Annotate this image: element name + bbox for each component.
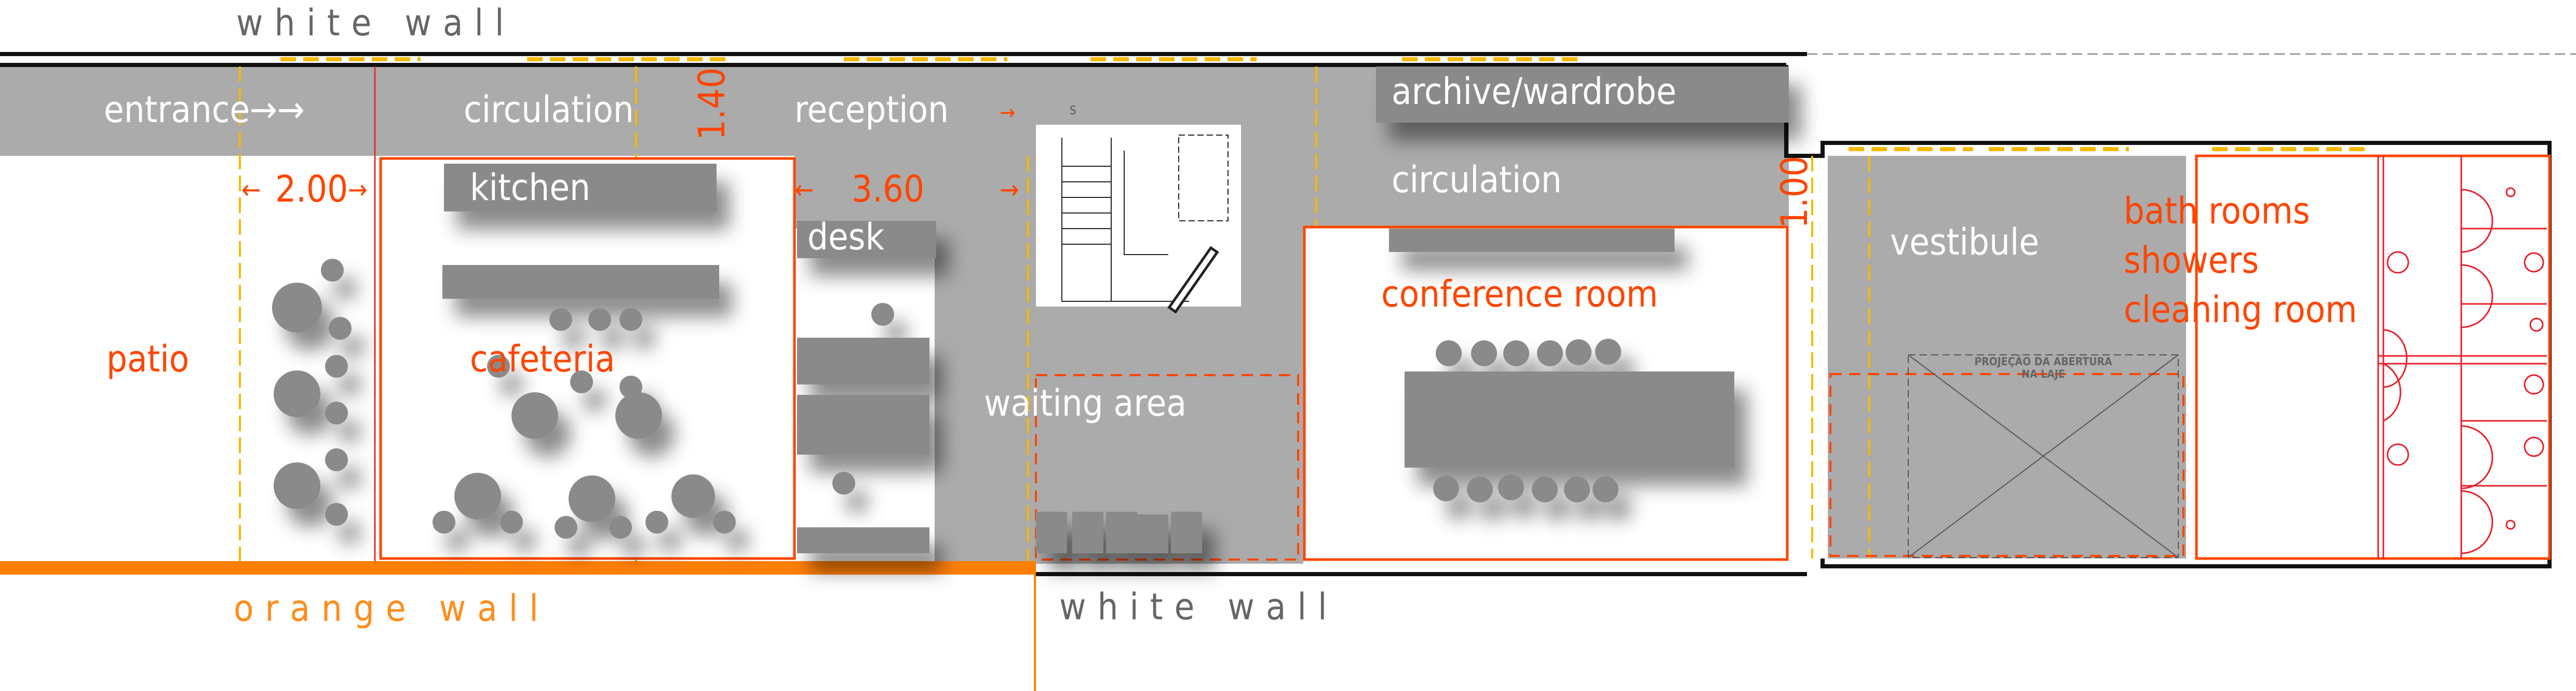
cafeteria-tables [433, 303, 894, 539]
projection-dashed [1829, 373, 2184, 557]
vestibule-label: vestibule [1890, 221, 2039, 263]
dimension-1-40: 1.40 [691, 68, 733, 140]
projection-label-2: NA LAJE [2021, 368, 2065, 380]
svg-text:←: ← [794, 175, 814, 205]
desk-table-2 [797, 395, 929, 455]
reception-label: reception [794, 88, 949, 131]
circulation-mid-label: circulation [1392, 158, 1562, 201]
furniture [272, 67, 1789, 553]
svg-text:3.60: 3.60 [852, 168, 924, 210]
projection-label-1: PROJEÇÃO DA ABERTURA [1974, 355, 2112, 368]
patio-label: patio [106, 338, 189, 380]
dimension-1-00: 1.00 [1773, 156, 1816, 229]
svg-text:←: ← [241, 175, 261, 205]
stair-entry-arrow: → [1000, 101, 1015, 125]
svg-text:→: → [1000, 175, 1019, 205]
bathroom-fixtures [2377, 156, 2547, 559]
cafeteria-label: cafeteria [470, 338, 615, 380]
svg-text:→: → [348, 175, 368, 205]
waiting-chairs [1036, 512, 1202, 553]
cleaning-room-label: cleaning room [2124, 288, 2357, 331]
desk-box [797, 221, 936, 258]
orange-wall-label: orange wall [234, 587, 550, 630]
conference-table [1405, 371, 1734, 468]
staircase [1061, 135, 1229, 314]
kitchen-box [444, 164, 717, 211]
waiting-area-label: waiting area [984, 382, 1186, 424]
stair-mark: S [1070, 104, 1076, 117]
bottom-white-wall-label: white wall [1059, 586, 1338, 628]
conference-room-label: conference room [1381, 273, 1658, 315]
waiting-dashed [1035, 374, 1299, 561]
top-wall-label: white wall [236, 2, 515, 44]
bath-rooms-label: bath rooms [2124, 190, 2310, 232]
kitchen-counter [442, 265, 719, 299]
circulation-top-label: circulation [464, 88, 634, 131]
archive-label: archive/wardrobe [1392, 70, 1677, 113]
window-strips [280, 57, 2368, 151]
desk-label: desk [807, 216, 885, 258]
desk-table-3 [797, 527, 929, 553]
dimension-3-60: ← 3.60 → [794, 168, 1019, 210]
showers-label: showers [2124, 239, 2259, 282]
archive-box [1376, 67, 1789, 123]
orange-wall [0, 561, 1036, 575]
bathroom-outline [2195, 154, 2551, 560]
conference-chairs [1433, 339, 1621, 502]
projection-cross [1908, 354, 2179, 558]
patio-trees [272, 259, 352, 526]
svg-text:2.00: 2.00 [275, 168, 348, 210]
walls [0, 52, 2576, 576]
dimension-2-00: ← 2.00 → [241, 168, 368, 210]
kitchen-label: kitchen [470, 166, 590, 209]
entrance-label: entrance→→ [104, 88, 305, 131]
desk-table-1 [797, 338, 929, 384]
conference-shelf [1389, 229, 1675, 252]
